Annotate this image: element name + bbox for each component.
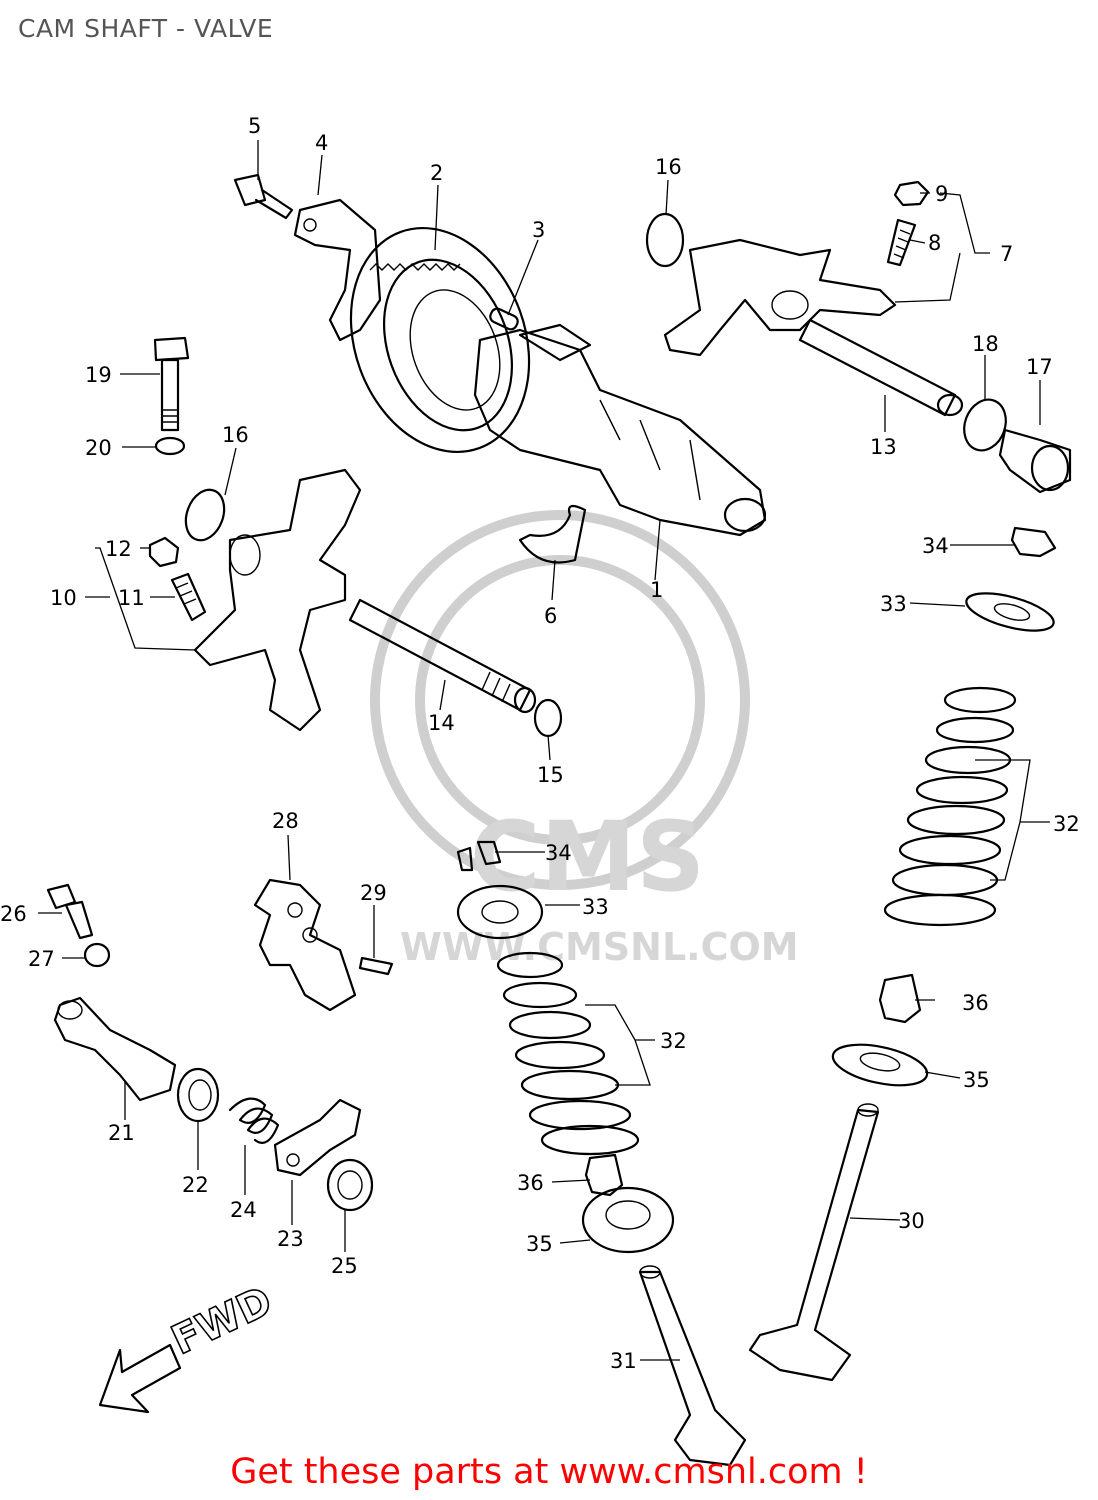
callout-7: 7 xyxy=(1000,242,1013,266)
o-ring-18 xyxy=(963,398,1007,452)
o-ring-15 xyxy=(533,698,563,738)
callout-30: 30 xyxy=(898,1209,925,1233)
callout-36-right: 36 xyxy=(962,991,989,1015)
callout-2: 2 xyxy=(430,161,443,185)
callout-29: 29 xyxy=(360,881,387,905)
watermark: CMS WWW.CMSNL.COM xyxy=(370,510,799,969)
callouts: 5 4 2 3 16 9 8 7 18 17 13 19 20 16 12 11… xyxy=(0,114,1080,1373)
callout-35-right: 35 xyxy=(963,1068,990,1092)
diagram-title: CAM SHAFT - VALVE xyxy=(18,14,274,43)
callout-22: 22 xyxy=(182,1173,209,1197)
callout-32-right: 32 xyxy=(1053,812,1080,836)
callout-36-left: 36 xyxy=(517,1171,544,1195)
callout-28: 28 xyxy=(272,809,299,833)
rocker-shaft-lower xyxy=(348,598,537,714)
callout-35-left: 35 xyxy=(526,1232,553,1256)
valve-30 xyxy=(748,1103,880,1382)
callout-3: 3 xyxy=(532,218,545,242)
callout-15: 15 xyxy=(537,763,564,787)
tappet-adjuster-lower xyxy=(170,572,207,622)
callout-16-lower: 16 xyxy=(222,423,249,447)
callout-5: 5 xyxy=(248,114,261,138)
valve-spring-left xyxy=(496,951,640,1156)
o-ring-16-upper xyxy=(645,212,685,268)
valve-31 xyxy=(638,1265,747,1467)
lock-nut-9 xyxy=(893,180,930,207)
watermark-brand: CMS xyxy=(470,801,705,913)
o-ring-16-lower xyxy=(184,488,226,542)
callout-34-right: 34 xyxy=(922,534,949,558)
callout-19: 19 xyxy=(85,363,112,387)
callout-16-upper: 16 xyxy=(655,155,682,179)
callout-26: 26 xyxy=(0,902,27,926)
washer-27 xyxy=(83,942,111,968)
spring-retainer-right xyxy=(965,592,1055,632)
cta-link[interactable]: Get these parts at www.cmsnl.com ! xyxy=(230,1452,868,1492)
fwd-arrow: FWD xyxy=(98,1277,280,1414)
screw-29 xyxy=(358,956,394,976)
callout-13: 13 xyxy=(870,435,897,459)
camshaft xyxy=(473,323,767,537)
callout-4: 4 xyxy=(315,131,328,155)
watermark-url: WWW.CMSNL.COM xyxy=(400,925,799,969)
valve-spring-right xyxy=(883,686,1017,927)
stem-seal-left xyxy=(584,1153,624,1197)
tappet-adjuster xyxy=(886,218,917,267)
callout-24: 24 xyxy=(230,1198,257,1222)
callout-9: 9 xyxy=(935,182,948,206)
rocker-shaft-upper xyxy=(798,318,964,417)
callout-6: 6 xyxy=(544,604,557,628)
stem-seal-right xyxy=(878,973,922,1024)
decomp-oil-seal-22 xyxy=(176,1067,220,1123)
valve-cotter-right xyxy=(1010,526,1057,558)
callout-17: 17 xyxy=(1026,355,1053,379)
callout-20: 20 xyxy=(85,436,112,460)
valve-cotter-left xyxy=(456,840,502,872)
callout-32-left: 32 xyxy=(660,1029,687,1053)
decomp-bracket-28 xyxy=(253,878,357,1012)
callout-10: 10 xyxy=(50,586,77,610)
shaft-plug xyxy=(998,428,1072,494)
callout-23: 23 xyxy=(277,1227,304,1251)
bolt-26 xyxy=(46,883,94,940)
callout-33-right: 33 xyxy=(880,592,907,616)
rocker-arm-upper xyxy=(663,238,897,357)
spring-retainer-left xyxy=(456,884,544,940)
decomp-shaft-21 xyxy=(53,996,177,1102)
callout-11: 11 xyxy=(118,586,145,610)
leader-lines xyxy=(38,140,1050,1361)
rocker-arm-lower xyxy=(193,468,362,732)
cam-sprocket xyxy=(349,226,531,454)
bolt-19 xyxy=(153,336,190,432)
spring-seat-right xyxy=(831,1043,929,1087)
callout-25: 25 xyxy=(331,1254,358,1278)
callout-18: 18 xyxy=(972,332,999,356)
decomp-collar-25 xyxy=(326,1158,374,1212)
decomp-lever-23 xyxy=(273,1098,362,1177)
decomp-spring-24 xyxy=(228,1097,280,1144)
snap-ring xyxy=(518,504,587,564)
callout-27: 27 xyxy=(28,947,55,971)
callout-21: 21 xyxy=(108,1121,135,1145)
callout-8: 8 xyxy=(928,231,941,255)
callout-31: 31 xyxy=(610,1349,637,1373)
callout-33-left: 33 xyxy=(582,895,609,919)
sprocket-plate xyxy=(293,198,382,342)
callout-34-left: 34 xyxy=(545,841,572,865)
callout-14: 14 xyxy=(428,711,455,735)
bolt-5 xyxy=(233,173,294,220)
callout-12: 12 xyxy=(105,537,132,561)
dowel-pin xyxy=(489,307,519,331)
lock-nut-12 xyxy=(148,536,180,568)
callout-1: 1 xyxy=(650,578,663,602)
washer-20 xyxy=(154,436,186,456)
spring-seat-left xyxy=(581,1186,675,1254)
fwd-label: FWD xyxy=(165,1278,279,1364)
